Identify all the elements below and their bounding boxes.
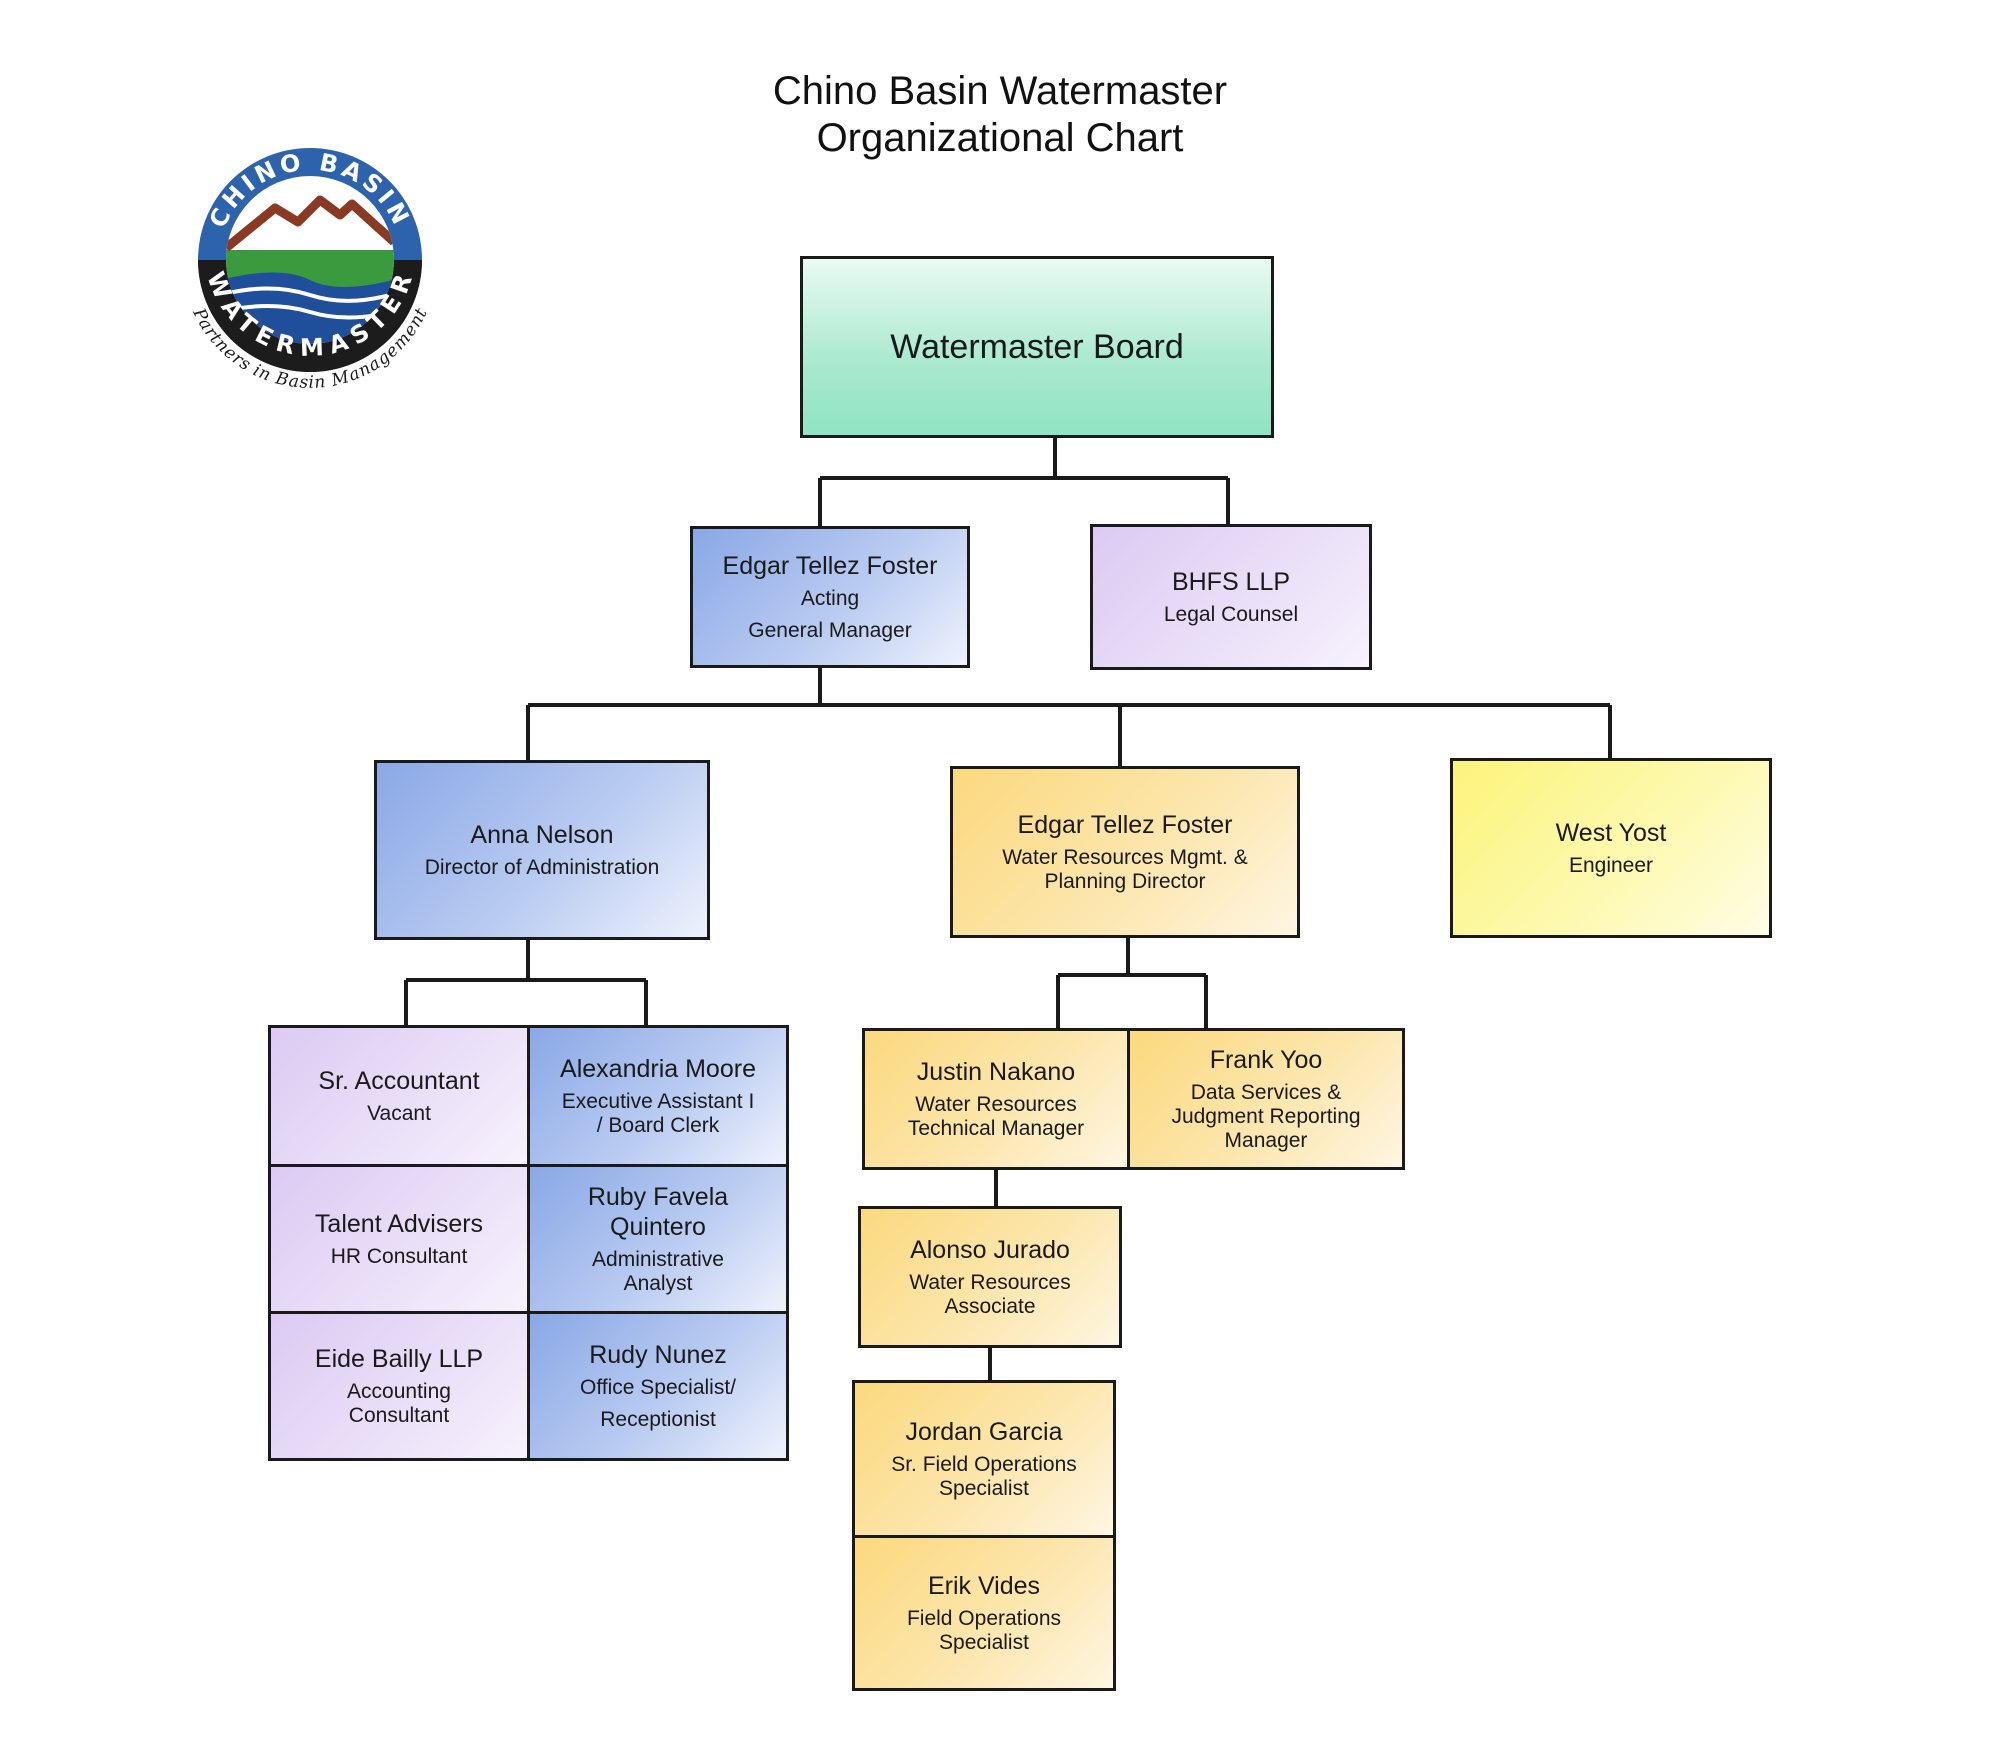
- node-role: Associate: [944, 1295, 1036, 1318]
- logo-mountain: [226, 195, 394, 252]
- node-role: Water Resources Mgmt. &: [1002, 846, 1248, 869]
- node-director-administration: Anna Nelson Director of Administration: [374, 760, 710, 940]
- node-general-manager: Edgar Tellez Foster Acting General Manag…: [690, 526, 970, 668]
- node-role: Technical Manager: [907, 1117, 1085, 1140]
- node-role: Accounting: [347, 1380, 451, 1403]
- node-role: Sr. Field Operations: [891, 1453, 1077, 1476]
- node-role: Water Resources: [915, 1093, 1077, 1116]
- board-connector: [818, 438, 1230, 528]
- node-executive-assistant: Alexandria Moore Executive Assistant I /…: [527, 1025, 789, 1167]
- title-line-2: Organizational Chart: [816, 116, 1184, 160]
- node-sr-accountant: Sr. Accountant Vacant: [268, 1025, 530, 1167]
- node-name: Alexandria Moore: [560, 1055, 756, 1083]
- node-name: Edgar Tellez Foster: [1017, 811, 1233, 839]
- node-role: Engineer: [1568, 854, 1654, 877]
- node-role: Executive Assistant I: [561, 1090, 755, 1113]
- node-role: Vacant: [367, 1102, 431, 1125]
- node-data-services-manager: Frank Yoo Data Services & Judgment Repor…: [1127, 1028, 1405, 1170]
- node-name: Erik Vides: [927, 1572, 1041, 1600]
- node-water-resources-director: Edgar Tellez Foster Water Resources Mgmt…: [950, 766, 1300, 938]
- node-name: Watermaster Board: [890, 328, 1184, 366]
- node-name: Anna Nelson: [470, 821, 614, 849]
- node-name: Edgar Tellez Foster: [722, 552, 938, 580]
- node-role: Director of Administration: [424, 856, 660, 879]
- node-field-operations: Erik Vides Field Operations Specialist: [852, 1535, 1116, 1691]
- node-office-specialist: Rudy Nunez Office Specialist/ Receptioni…: [527, 1311, 789, 1461]
- node-name: Talent Advisers: [314, 1210, 484, 1238]
- node-name: BHFS LLP: [1171, 568, 1291, 596]
- node-name: Jordan Garcia: [905, 1418, 1063, 1446]
- node-accounting-consultant: Eide Bailly LLP Accounting Consultant: [268, 1311, 530, 1461]
- node-role: Consultant: [348, 1404, 450, 1427]
- node-name: Frank Yoo: [1209, 1046, 1323, 1074]
- node-hr-consultant: Talent Advisers HR Consultant: [268, 1164, 530, 1314]
- node-name: West Yost: [1555, 819, 1667, 847]
- node-role: Data Services &: [1190, 1081, 1342, 1104]
- node-role: Planning Director: [1044, 870, 1206, 893]
- gm-connector: [526, 668, 1612, 768]
- node-name: Rudy Nunez: [589, 1341, 727, 1369]
- node-name: Quintero: [610, 1213, 706, 1241]
- node-role: HR Consultant: [330, 1245, 468, 1268]
- node-role: General Manager: [748, 619, 912, 642]
- wr-connector: [1056, 935, 1208, 1030]
- node-role: Receptionist: [600, 1408, 716, 1431]
- node-watermaster-board: Watermaster Board: [800, 256, 1274, 438]
- node-role: Field Operations: [906, 1607, 1062, 1630]
- node-role: Office Specialist/: [579, 1376, 736, 1399]
- node-wr-technical-manager: Justin Nakano Water Resources Technical …: [862, 1028, 1130, 1170]
- node-role: / Board Clerk: [596, 1114, 720, 1137]
- node-role: Judgment Reporting: [1171, 1105, 1361, 1128]
- chino-basin-logo: CHINO BASIN WATERMASTER Partners in Basi…: [188, 148, 432, 393]
- title-line-1: Chino Basin Watermaster: [772, 69, 1228, 113]
- node-name: Justin Nakano: [916, 1058, 1076, 1086]
- chart-title: Chino Basin Watermaster Organizational C…: [0, 68, 2000, 162]
- node-role: Manager: [1224, 1129, 1308, 1152]
- node-legal-counsel: BHFS LLP Legal Counsel: [1090, 524, 1372, 670]
- node-role: Analyst: [623, 1272, 693, 1295]
- node-role: Legal Counsel: [1163, 603, 1299, 626]
- node-wr-associate: Alonso Jurado Water Resources Associate: [858, 1206, 1122, 1348]
- node-role: Acting: [800, 587, 860, 610]
- node-sr-field-operations: Jordan Garcia Sr. Field Operations Speci…: [852, 1380, 1116, 1538]
- node-name: Eide Bailly LLP: [314, 1345, 484, 1373]
- admin-connector: [404, 940, 648, 1027]
- node-administrative-analyst: Ruby Favela Quintero Administrative Anal…: [527, 1164, 789, 1314]
- node-name: Alonso Jurado: [910, 1236, 1070, 1264]
- node-role: Water Resources: [909, 1271, 1071, 1294]
- node-role: Specialist: [939, 1631, 1029, 1654]
- node-engineer: West Yost Engineer: [1450, 758, 1772, 938]
- node-role: Specialist: [939, 1477, 1029, 1500]
- node-name: Sr. Accountant: [318, 1067, 480, 1095]
- node-role: Administrative: [592, 1248, 724, 1271]
- node-name: Ruby Favela: [587, 1183, 729, 1211]
